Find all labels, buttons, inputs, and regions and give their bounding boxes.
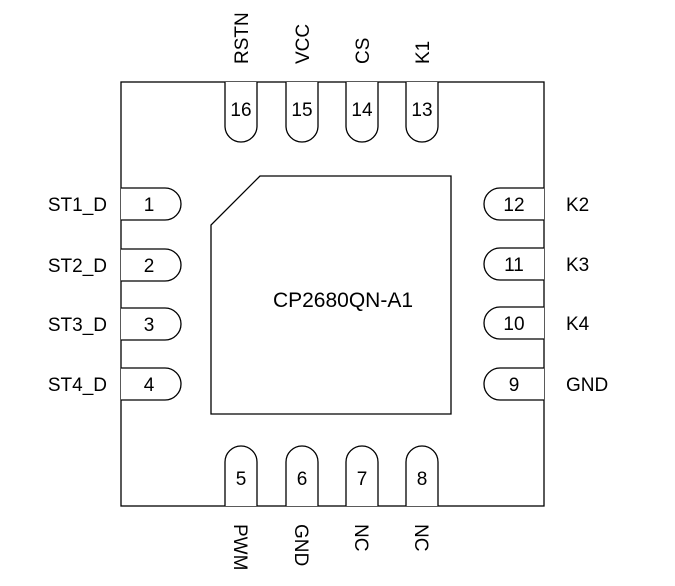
pin-name-16: RSTN (232, 12, 253, 64)
pin-pad-14 (345, 82, 379, 143)
pin-name-14: CS (353, 38, 374, 64)
pin-name-9: GND (566, 375, 608, 396)
pin-pad-8 (405, 445, 439, 506)
pin-number-15: 15 (291, 100, 312, 121)
die-pad (210, 175, 452, 415)
pin-pad-16 (224, 82, 258, 143)
pin-name-15: VCC (293, 24, 314, 64)
chip-name: CP2680QN-A1 (273, 289, 413, 312)
pin-pad-2 (121, 248, 182, 282)
pin-number-8: 8 (417, 469, 428, 490)
pin-name-13: K1 (413, 41, 434, 64)
pin-number-4: 4 (144, 375, 155, 396)
pin-name-7: NC (350, 524, 371, 551)
pin-name-2: ST2_D (48, 256, 107, 277)
pin-number-10: 10 (503, 314, 524, 335)
pin-number-3: 3 (144, 315, 155, 336)
pin-number-5: 5 (236, 469, 247, 490)
pin-name-12: K2 (566, 195, 589, 216)
pin-number-13: 13 (411, 100, 432, 121)
pin-name-5: PWM (229, 524, 250, 570)
pin-pad-9 (483, 367, 544, 401)
pin-number-2: 2 (144, 256, 155, 277)
pin-pad-7 (345, 445, 379, 506)
pin-number-14: 14 (351, 100, 373, 121)
pin-number-11: 11 (504, 255, 524, 276)
pin-pad-11 (483, 247, 544, 281)
pin-name-10: K4 (566, 314, 590, 335)
pin-number-16: 16 (230, 100, 251, 121)
pin-pad-10 (483, 306, 544, 340)
pin-number-9: 9 (509, 375, 520, 396)
pin-name-11: K3 (566, 255, 589, 276)
pin-pad-13 (405, 82, 439, 143)
pin-name-4: ST4_D (48, 375, 107, 396)
pin-name-6: GND (290, 524, 311, 566)
pin-name-8: NC (410, 524, 431, 551)
pin-pad-3 (121, 307, 182, 341)
pin-pad-6 (285, 445, 319, 506)
pin-pad-15 (285, 82, 319, 143)
pin-pad-1 (121, 187, 182, 221)
pin-number-6: 6 (297, 469, 308, 490)
pin-pad-12 (483, 187, 544, 221)
pin-name-1: ST1_D (48, 195, 107, 216)
pin-pad-4 (121, 367, 182, 401)
pin-pad-5 (224, 445, 258, 506)
pin-number-7: 7 (357, 469, 368, 490)
pin-number-12: 12 (503, 195, 524, 216)
pin-name-3: ST3_D (48, 315, 107, 336)
pin-number-1: 1 (144, 195, 155, 216)
